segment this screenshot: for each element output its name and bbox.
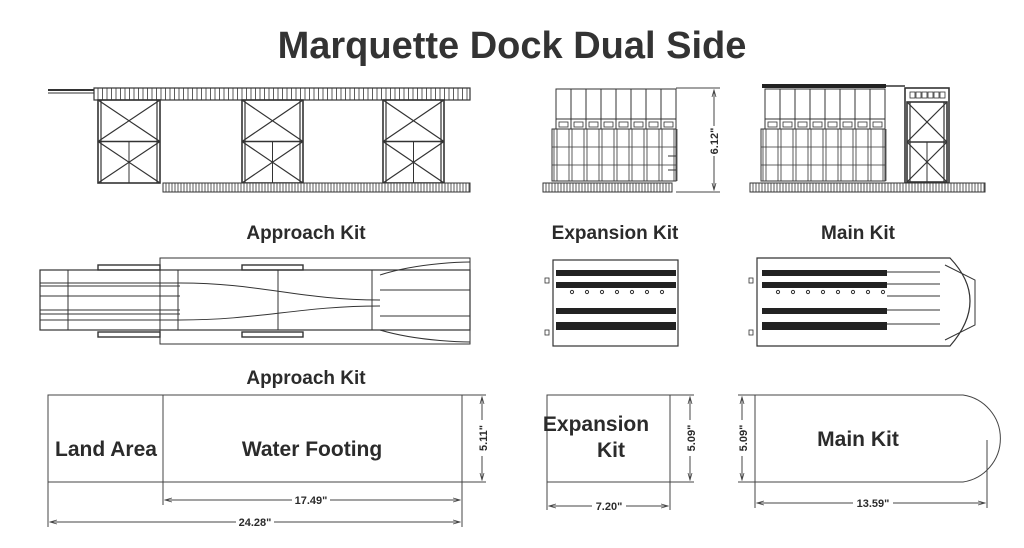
expansion-kit-label: Expansion Kit	[552, 223, 679, 244]
main-kit-footprint-label: Main Kit	[817, 428, 899, 451]
expansion-height-dim: 5.09"	[686, 425, 698, 452]
main-footprint: Main Kit 5.09" 13.59"	[734, 394, 1001, 510]
land-area-label: Land Area	[55, 438, 157, 461]
main-kit-top-view	[748, 257, 976, 347]
elevation-height-dimension: 6.12"	[676, 87, 722, 193]
main-length-dim: 13.59"	[857, 498, 890, 510]
total-length-dim: 24.28"	[239, 517, 272, 529]
elevation-height-label: 6.12"	[709, 128, 721, 155]
approach-height-dim: 5.11"	[478, 425, 490, 451]
expansion-label-line1: Expansion	[543, 413, 649, 436]
expansion-kit-top-view	[544, 259, 679, 347]
page-title: Marquette Dock Dual Side	[278, 25, 747, 67]
main-kit-side-elevation	[749, 84, 986, 193]
expansion-footprint: Expansion Kit 5.09" 7.20"	[543, 394, 698, 513]
approach-footprint: Land Area Water Footing 5.11" 17.49" 24.…	[47, 394, 490, 529]
main-kit-label: Main Kit	[821, 223, 896, 244]
float-base	[162, 182, 471, 193]
float-base	[542, 182, 673, 193]
approach-kit-side-elevation	[48, 87, 471, 193]
water-footing-label: Water Footing	[242, 438, 382, 461]
water-length-dim: 17.49"	[295, 495, 328, 507]
float-base	[749, 182, 986, 193]
main-height-dim: 5.09"	[738, 425, 750, 452]
expansion-label-line2: Kit	[597, 439, 625, 462]
approach-kit-top-label: Approach Kit	[246, 368, 366, 389]
expansion-length-dim: 7.20"	[596, 501, 623, 513]
approach-kit-top-view	[39, 257, 471, 345]
expansion-kit-side-elevation	[542, 88, 678, 193]
approach-kit-label: Approach Kit	[246, 223, 366, 244]
